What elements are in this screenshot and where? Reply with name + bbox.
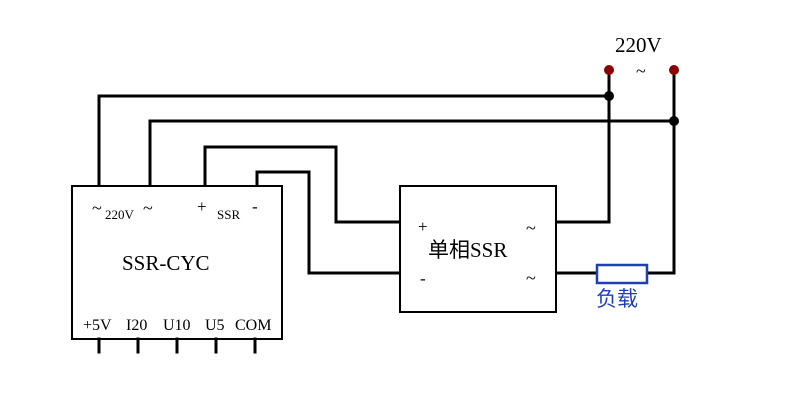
wire-controller-power-right <box>148 119 676 188</box>
junction-dot-right <box>669 116 679 126</box>
ssr-name: 单相SSR <box>428 238 507 262</box>
ssr-input-plus: + <box>418 217 428 236</box>
controller-ac-right-symbol: ~ <box>143 198 153 218</box>
wire-ssr-plus <box>203 145 402 224</box>
supply-ac-symbol: ~ <box>636 61 646 81</box>
controller-terminal-i20: I20 <box>126 317 147 334</box>
controller-power-label: 220V <box>105 207 135 222</box>
ssr-box <box>399 185 557 313</box>
controller-terminal-5v: +5V <box>83 317 112 334</box>
controller-terminal-com: COM <box>235 317 271 334</box>
controller-minus-symbol: - <box>252 197 258 216</box>
controller-ac-left-symbol: ~ <box>92 198 102 218</box>
ssr-output-top-symbol: ~ <box>526 218 536 238</box>
supply-voltage-label: 220V <box>615 33 662 57</box>
controller-name: SSR-CYC <box>122 251 210 275</box>
wire-ssr-minus <box>255 170 402 275</box>
controller-terminal-u10: U10 <box>163 317 191 334</box>
ssr-input-minus: - <box>420 269 426 288</box>
supply-terminal-right <box>669 65 679 75</box>
controller-ssr-label: SSR <box>217 207 240 222</box>
controller-terminal-u5: U5 <box>205 317 225 334</box>
supply-terminal-left <box>604 65 614 75</box>
junction-dot-left <box>604 91 614 101</box>
wire-controller-power-left <box>97 94 611 188</box>
ssr-output-bottom-symbol: ~ <box>526 268 536 288</box>
load-resistor <box>595 263 649 285</box>
controller-plus-symbol: + <box>197 197 207 216</box>
load-label: 负载 <box>596 287 638 311</box>
